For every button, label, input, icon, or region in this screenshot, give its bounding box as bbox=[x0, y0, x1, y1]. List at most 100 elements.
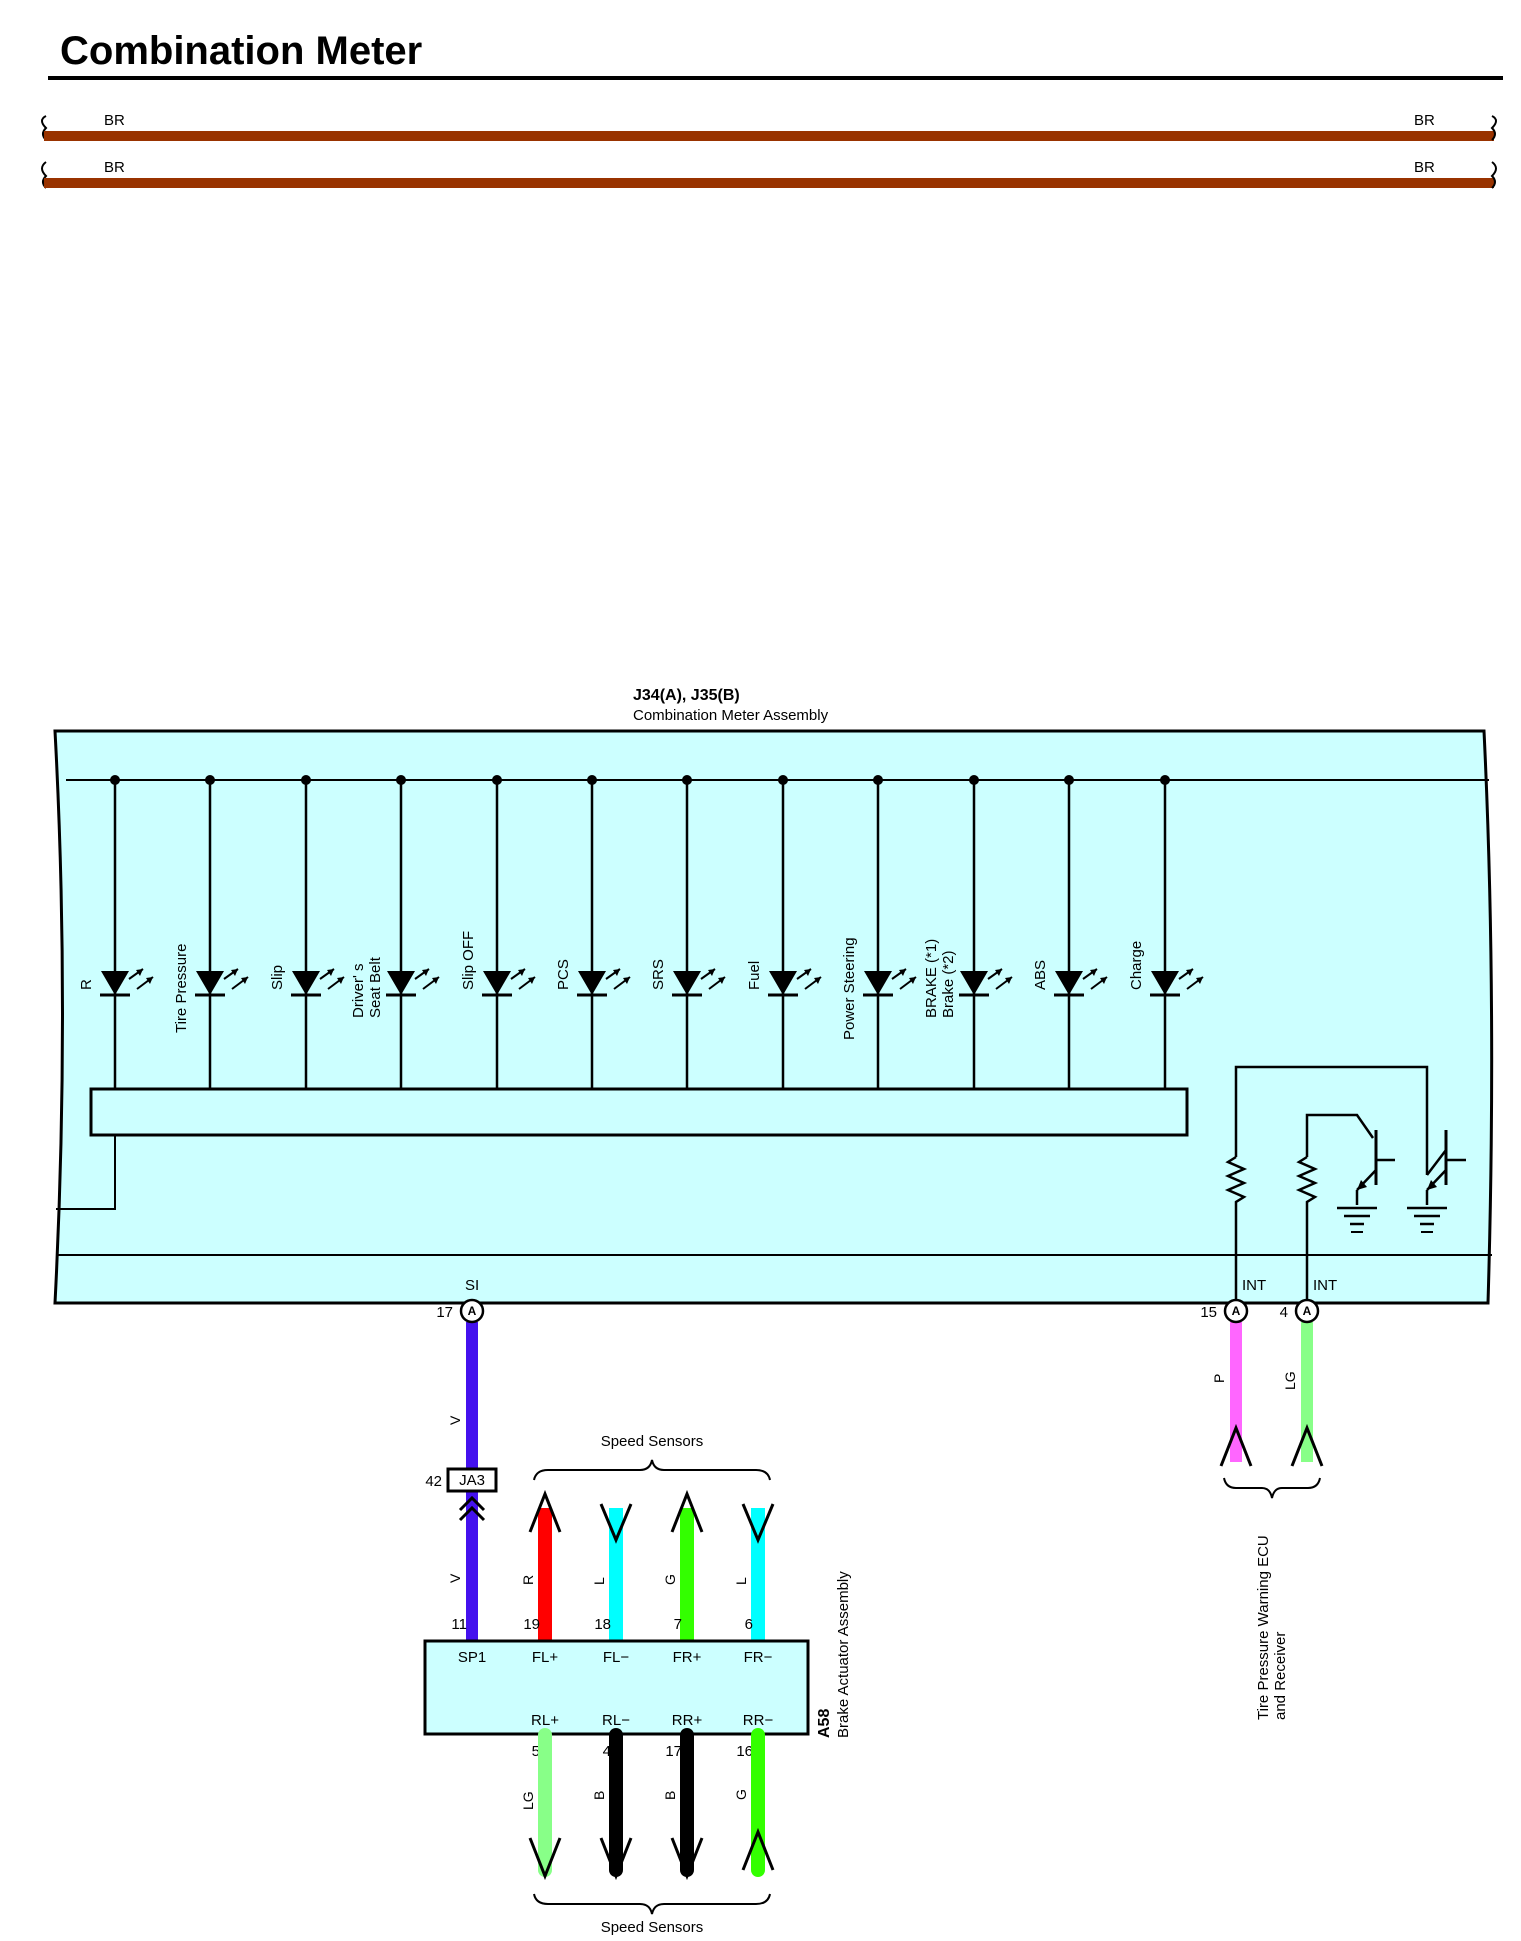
int1-connector-letter: A bbox=[1232, 1304, 1241, 1318]
indicator-5: PCS bbox=[555, 775, 632, 1089]
si-connector: A bbox=[459, 1298, 485, 1324]
actuator-pin: 11 bbox=[451, 1616, 467, 1633]
speed-sensors-top-label: Speed Sensors bbox=[601, 1433, 704, 1450]
actuator-pin: 6 bbox=[745, 1616, 753, 1633]
wire-fr-minus: L bbox=[733, 1503, 775, 1640]
bus-line-1: BR BR bbox=[41, 112, 1497, 141]
tpms-ecu-label-line1: Tire Pressure Warning ECU bbox=[1255, 1535, 1272, 1720]
indicator-label: Charge bbox=[1128, 941, 1145, 990]
actuator-pin: 19 bbox=[523, 1616, 540, 1633]
int2-wire-color: LG bbox=[1282, 1371, 1298, 1390]
brake-actuator-id: A58 bbox=[816, 1709, 833, 1738]
int1-resistor bbox=[1224, 1155, 1248, 1310]
wire-color-label: R bbox=[520, 1575, 536, 1585]
junction-dot bbox=[205, 775, 215, 785]
actuator-terminal-name: FR− bbox=[744, 1649, 773, 1666]
si-connector-chevron bbox=[458, 1495, 486, 1522]
junction-ja3 bbox=[446, 1467, 498, 1493]
si-pin: 17 bbox=[436, 1304, 453, 1321]
bus-label-right: BR bbox=[1414, 112, 1435, 129]
indicator-label: Fuel bbox=[746, 961, 763, 990]
int2-terminal-name: INT bbox=[1313, 1277, 1337, 1294]
actuator-terminal-name: SP1 bbox=[458, 1649, 486, 1666]
indicator-label: Driver' s bbox=[350, 963, 367, 1018]
actuator-pin: 17 bbox=[665, 1743, 682, 1760]
wire-fr-plus: G bbox=[662, 1489, 704, 1640]
actuator-terminal-name: FL+ bbox=[532, 1649, 559, 1666]
int1-connector: A bbox=[1223, 1298, 1249, 1324]
wire-rl-plus: LG bbox=[520, 1728, 562, 1881]
int1-terminal-name: INT bbox=[1242, 1277, 1266, 1294]
speed-sensors-bottom-brace bbox=[533, 1893, 771, 1915]
bus-label-right: BR bbox=[1414, 159, 1435, 176]
indicator-label: PCS bbox=[555, 959, 572, 990]
arrow-down-icon bbox=[741, 1503, 775, 1544]
junction-dot bbox=[1160, 775, 1170, 785]
break-mark-left bbox=[41, 115, 48, 141]
indicator-10: ABS bbox=[1032, 775, 1109, 1089]
wire-color-label: G bbox=[662, 1574, 678, 1585]
indicator-control-block bbox=[89, 1087, 1189, 1137]
int1-pin: 15 bbox=[1200, 1304, 1217, 1321]
junction-dot bbox=[969, 775, 979, 785]
arrow-up-icon bbox=[670, 1489, 704, 1533]
wire-color-label: LG bbox=[520, 1791, 536, 1810]
speed-sensors-top-brace bbox=[533, 1459, 771, 1481]
indicator-8: Power Steering bbox=[841, 775, 918, 1089]
arrow-up-icon bbox=[741, 1827, 775, 1871]
junction-dot bbox=[301, 775, 311, 785]
junction-dot bbox=[110, 775, 120, 785]
int2-loop-wire bbox=[1305, 1113, 1375, 1157]
wire-fl-minus: L bbox=[591, 1503, 633, 1640]
indicator-label: BRAKE (*1) bbox=[923, 939, 940, 1018]
indicator-label: SRS bbox=[650, 959, 667, 990]
indicator-label: Tire Pressure bbox=[173, 944, 190, 1033]
break-mark-left bbox=[41, 161, 48, 189]
arrow-down-icon bbox=[670, 1837, 704, 1881]
indicator-6: SRS bbox=[650, 775, 727, 1089]
int-circuit bbox=[1224, 1065, 1466, 1310]
junction-id: JA3 bbox=[459, 1472, 485, 1489]
meter-connector-id: J34(A), J35(B) bbox=[633, 687, 740, 704]
break-mark-right bbox=[1490, 115, 1497, 141]
si-connector-letter: A bbox=[468, 1304, 477, 1318]
indicator-2: Slip bbox=[269, 775, 346, 1089]
junction-dot bbox=[587, 775, 597, 785]
brake-actuator-body bbox=[423, 1639, 810, 1736]
wire-rl-minus: B bbox=[591, 1728, 633, 1881]
wire-color-label: L bbox=[591, 1577, 607, 1585]
bus-label-left: BR bbox=[104, 112, 125, 129]
page-title: Combination Meter bbox=[60, 29, 422, 73]
wire-color-label: G bbox=[733, 1789, 749, 1800]
int2-connector-letter: A bbox=[1303, 1304, 1312, 1318]
actuator-terminal-name: RL− bbox=[602, 1712, 630, 1729]
si-terminal-name: SI bbox=[465, 1277, 479, 1294]
int2-connector: A bbox=[1294, 1298, 1320, 1324]
actuator-pin: 4 bbox=[603, 1743, 611, 1760]
meter-assembly-body bbox=[53, 729, 1494, 1305]
wire-rr-minus: G bbox=[733, 1728, 775, 1877]
wire-color-label: B bbox=[591, 1791, 607, 1800]
indicator-label: Slip OFF bbox=[460, 931, 477, 990]
int1-wire-color: P bbox=[1211, 1374, 1227, 1383]
si-lower-wire-color: V bbox=[447, 1573, 463, 1583]
indicator-label-2: Brake (*2) bbox=[940, 950, 957, 1018]
junction-dot bbox=[682, 775, 692, 785]
actuator-terminal-name: FR+ bbox=[673, 1649, 702, 1666]
indicator-1: Tire Pressure bbox=[173, 775, 250, 1089]
junction-pin: 42 bbox=[425, 1473, 442, 1490]
junction-dot bbox=[778, 775, 788, 785]
junction-dot bbox=[1064, 775, 1074, 785]
tpms-brace bbox=[1223, 1477, 1321, 1499]
wire-fl-plus: R bbox=[520, 1489, 562, 1640]
indicator-0: R bbox=[78, 775, 155, 1089]
junction-dot bbox=[492, 775, 502, 785]
indicator-label: Slip bbox=[269, 965, 286, 990]
arrow-down-icon bbox=[528, 1837, 562, 1881]
int2-pin: 4 bbox=[1280, 1304, 1288, 1321]
transistor-2 bbox=[1407, 1130, 1466, 1233]
